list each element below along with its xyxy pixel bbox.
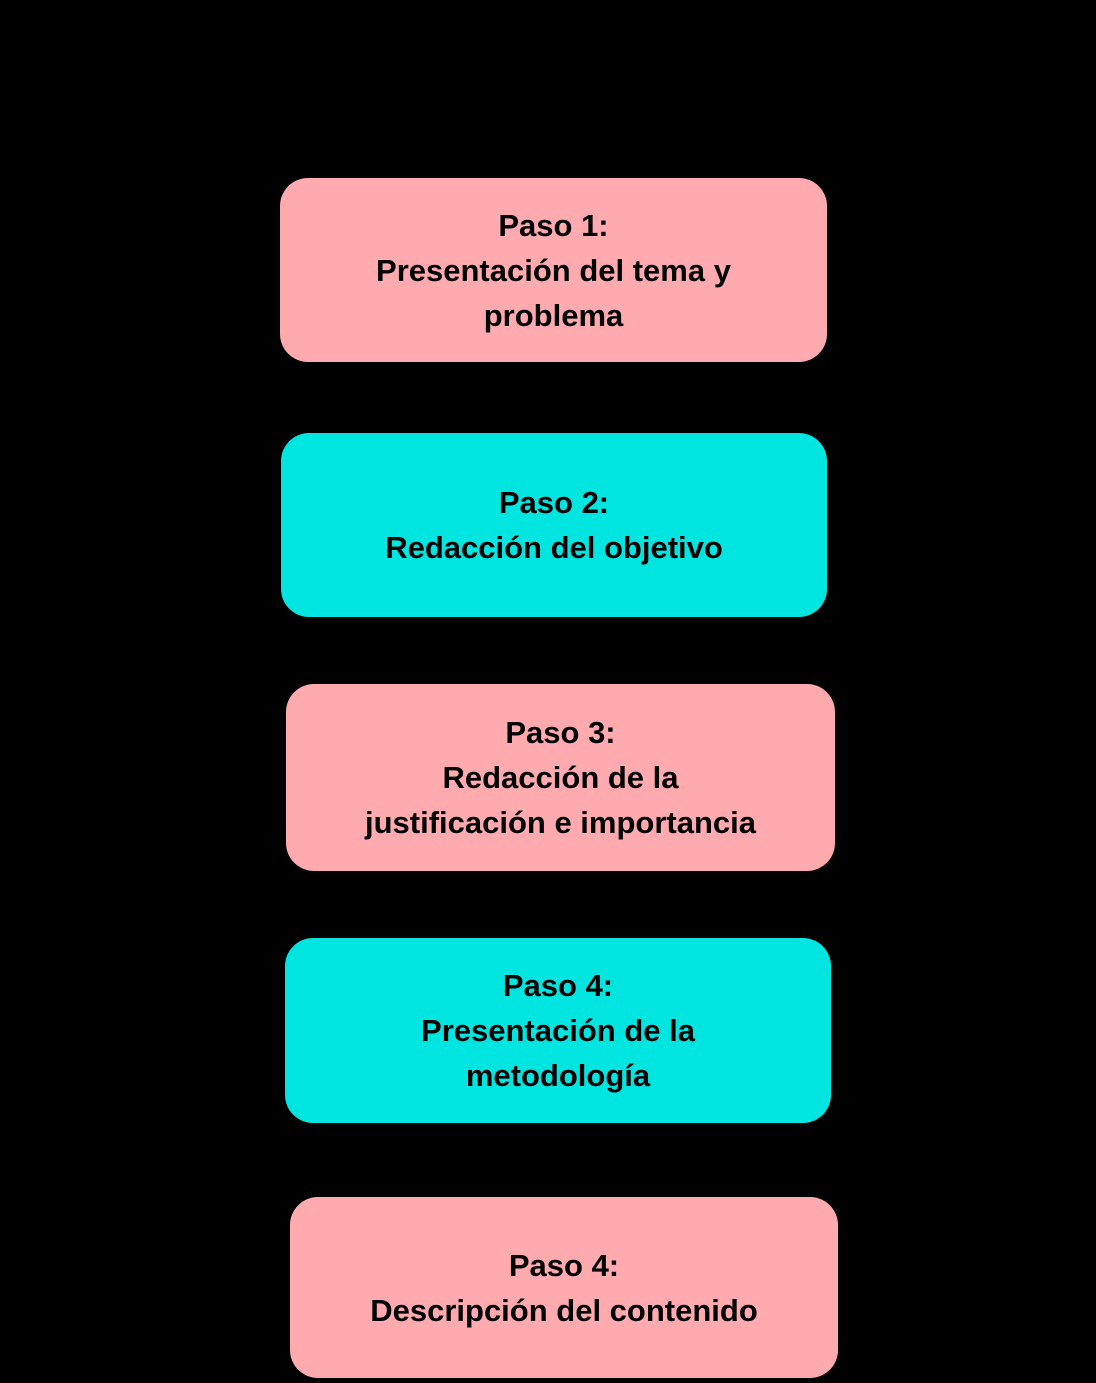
- step-text-line: Presentación del tema y: [376, 252, 731, 288]
- step-text-line: Redacción de la: [442, 760, 679, 795]
- step-box-2: Paso 2: Redacción del objetivo: [281, 433, 827, 617]
- step-text-line: problema: [483, 297, 624, 333]
- step-text-line: Presentación de la: [421, 1013, 695, 1048]
- step-text-line: justificación e importancia: [364, 805, 757, 840]
- step-title: Paso 4:: [502, 968, 614, 1003]
- step-text-line: Descripción del contenido: [370, 1292, 758, 1328]
- step-title: Paso 4:: [508, 1247, 620, 1283]
- step-box-5: Paso 4: Descripción del contenido: [290, 1197, 838, 1378]
- step-title: Paso 2:: [498, 485, 610, 520]
- step-box-3: Paso 3: Redacción de la justificación e …: [286, 684, 835, 871]
- step-box-4: Paso 4: Presentación de la metodología: [285, 938, 831, 1123]
- step-text-line: metodología: [465, 1058, 651, 1093]
- step-text-line: Redacción del objetivo: [385, 530, 723, 565]
- step-box-1: Paso 1: Presentación del tema y problema: [280, 178, 827, 362]
- step-title: Paso 1:: [498, 207, 609, 243]
- step-title: Paso 3:: [505, 715, 616, 750]
